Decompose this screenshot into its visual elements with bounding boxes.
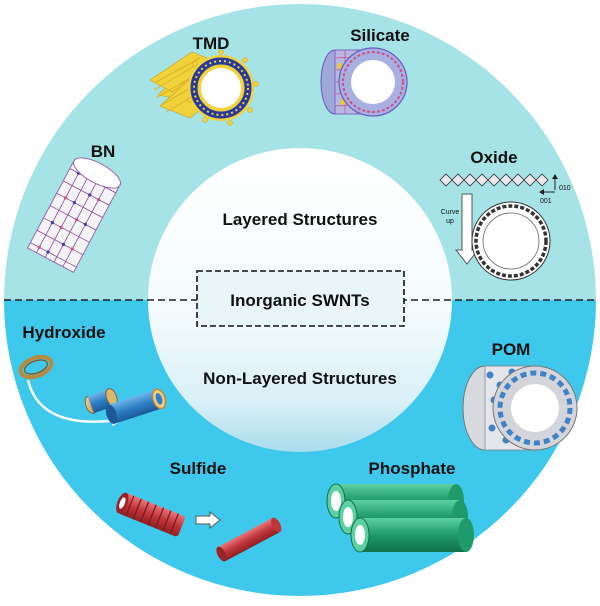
pom-label: POM xyxy=(492,340,531,359)
phosphate-nanotube-illustration xyxy=(326,483,474,553)
oxide-axis-b-label: 001 xyxy=(540,198,552,205)
layered-structures-label: Layered Structures xyxy=(223,210,378,229)
oxide-axis-a-label: 010 xyxy=(559,185,571,192)
hydroxide-label: Hydroxide xyxy=(22,323,105,342)
oxide-curve-label-line1: Curve xyxy=(441,209,460,216)
silicate-label: Silicate xyxy=(350,26,410,45)
inorganic-swnts-label: Inorganic SWNTs xyxy=(230,291,369,310)
hydroxide-nanotube-illustration xyxy=(18,354,167,426)
bn-label: BN xyxy=(91,142,116,161)
silicate-nanotube-illustration xyxy=(320,47,408,117)
bn-nanotube-illustration xyxy=(26,157,122,274)
pom-nanotube-illustration xyxy=(462,365,578,451)
sulfide-nanotube-illustration xyxy=(116,492,282,562)
oxide-nanotube-illustration xyxy=(439,173,558,281)
oxide-label: Oxide xyxy=(470,148,517,167)
tmd-nanotube-illustration xyxy=(149,49,259,126)
phosphate-label: Phosphate xyxy=(369,459,456,478)
oxide-curve-label-line2: up xyxy=(446,218,454,225)
non-layered-structures-label: Non-Layered Structures xyxy=(203,369,397,388)
center-box xyxy=(196,270,405,327)
sulfide-label: Sulfide xyxy=(170,459,227,478)
tmd-label: TMD xyxy=(193,34,230,53)
